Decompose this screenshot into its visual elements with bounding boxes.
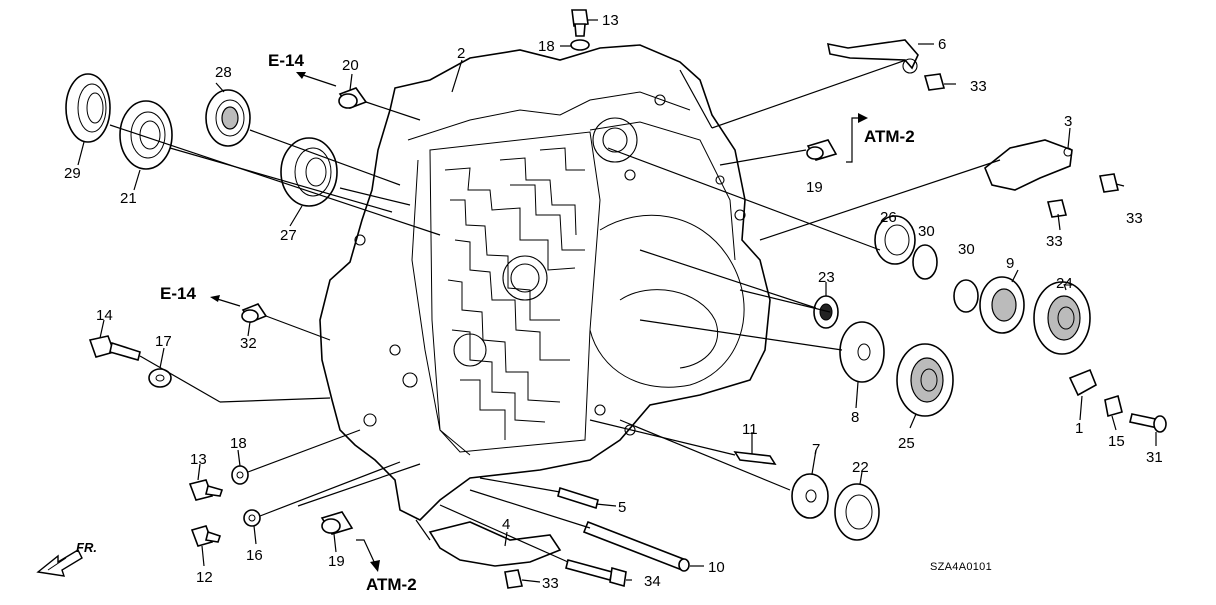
o-ring-30-a <box>912 244 938 280</box>
callout-29: 29 <box>64 165 81 182</box>
callout-20: 20 <box>342 57 359 74</box>
callout-32: 32 <box>240 335 257 352</box>
washer-18-top <box>570 39 590 51</box>
bearing-23 <box>813 295 839 329</box>
callout-11: 11 <box>742 421 758 438</box>
callout-10: 10 <box>708 559 725 576</box>
leader-lines <box>77 19 1157 583</box>
callout-33-right: 33 <box>1126 210 1143 227</box>
callout-3: 3 <box>1064 113 1072 130</box>
callout-19-lower: 19 <box>328 553 345 570</box>
bolt-31 <box>1129 413 1167 433</box>
pipe-5 <box>557 486 599 510</box>
callout-16: 16 <box>246 547 263 564</box>
callout-23: 23 <box>818 269 835 286</box>
bolt-34 <box>565 559 627 588</box>
pipe-10 <box>582 520 690 572</box>
callout-8: 8 <box>851 409 859 426</box>
callout-21: 21 <box>120 190 137 207</box>
bolt-33-top <box>923 73 946 91</box>
dowel-pin-19-right <box>806 139 838 161</box>
oil-seal-27 <box>280 137 338 207</box>
callout-9: 9 <box>1006 255 1014 272</box>
callout-14: 14 <box>96 307 113 324</box>
callout-28: 28 <box>215 64 232 81</box>
callout-27: 27 <box>280 227 297 244</box>
callout-numbers: 1 2 3 4 5 6 7 8 9 10 11 12 13 13 14 15 1… <box>64 12 1163 592</box>
dowel-pin-20 <box>338 87 368 109</box>
dowel-pin-19-lower <box>320 511 354 535</box>
cover-4 <box>428 521 562 567</box>
callout-34: 34 <box>644 573 661 590</box>
dowel-pin-32 <box>241 303 268 323</box>
front-direction-indicator: FR. <box>36 540 97 577</box>
plate-8 <box>839 321 885 383</box>
pipe-6 <box>826 39 919 74</box>
gear-25 <box>896 343 954 417</box>
bolt-33-bottom <box>504 569 523 589</box>
callout-24: 24 <box>1056 275 1073 292</box>
hydraulic-channel-plate <box>429 131 601 453</box>
callout-31: 31 <box>1146 449 1163 466</box>
callout-19-right: 19 <box>806 179 823 196</box>
callout-18-top: 18 <box>538 38 555 55</box>
callout-26: 26 <box>880 209 897 226</box>
callout-33-top: 33 <box>970 78 987 95</box>
callout-13-top: 13 <box>602 12 619 29</box>
washer-18-lower <box>231 465 249 485</box>
callout-30-a: 30 <box>918 223 935 240</box>
callout-5: 5 <box>618 499 626 516</box>
bolt-12 <box>190 525 222 547</box>
washer-17 <box>148 368 172 388</box>
washer-15 <box>1104 394 1123 418</box>
ref-e14-top[interactable]: E-14 <box>268 51 304 70</box>
diagram-code: SZA4A0101 <box>930 561 992 573</box>
callout-13-lower: 13 <box>190 451 207 468</box>
reference-arrows <box>210 72 868 572</box>
ref-atm2-right[interactable]: ATM-2 <box>864 127 915 146</box>
gear-9 <box>979 276 1025 334</box>
bearing-28 <box>205 89 251 147</box>
cover-3 <box>984 139 1073 191</box>
bolt-13-top <box>571 9 589 37</box>
callout-12: 12 <box>196 569 213 586</box>
gear-24 <box>1033 281 1091 355</box>
bolt-33-mid <box>1046 199 1068 218</box>
callout-18-lower: 18 <box>230 435 247 452</box>
callout-2: 2 <box>457 45 465 62</box>
bolt-33-right <box>1099 173 1119 193</box>
transmission-housing <box>319 44 771 521</box>
oil-seal-29 <box>65 73 111 143</box>
callout-30-b: 30 <box>958 241 975 258</box>
callout-7: 7 <box>812 441 820 458</box>
bearing-26 <box>874 215 916 265</box>
callout-33-mid: 33 <box>1046 233 1063 250</box>
callout-15: 15 <box>1108 433 1125 450</box>
front-label: FR. <box>76 540 97 555</box>
callout-25: 25 <box>898 435 915 452</box>
callout-33-bottom: 33 <box>542 575 559 592</box>
stopper-1 <box>1068 368 1098 397</box>
washer-16 <box>243 509 261 527</box>
washer-7 <box>791 473 829 519</box>
bolt-13-lower <box>188 479 224 501</box>
ref-e14-left[interactable]: E-14 <box>160 284 196 303</box>
pin-11 <box>733 451 777 465</box>
callout-22: 22 <box>852 459 869 476</box>
callout-4: 4 <box>502 516 510 533</box>
bearing-21 <box>119 100 173 170</box>
callout-6: 6 <box>938 36 946 53</box>
o-ring-30-b <box>953 279 979 313</box>
ref-atm2-bottom[interactable]: ATM-2 <box>366 575 417 594</box>
oil-seal-22 <box>834 483 880 541</box>
callout-17: 17 <box>155 333 172 350</box>
drain-bolt-14 <box>88 335 141 361</box>
callout-1: 1 <box>1075 420 1083 437</box>
